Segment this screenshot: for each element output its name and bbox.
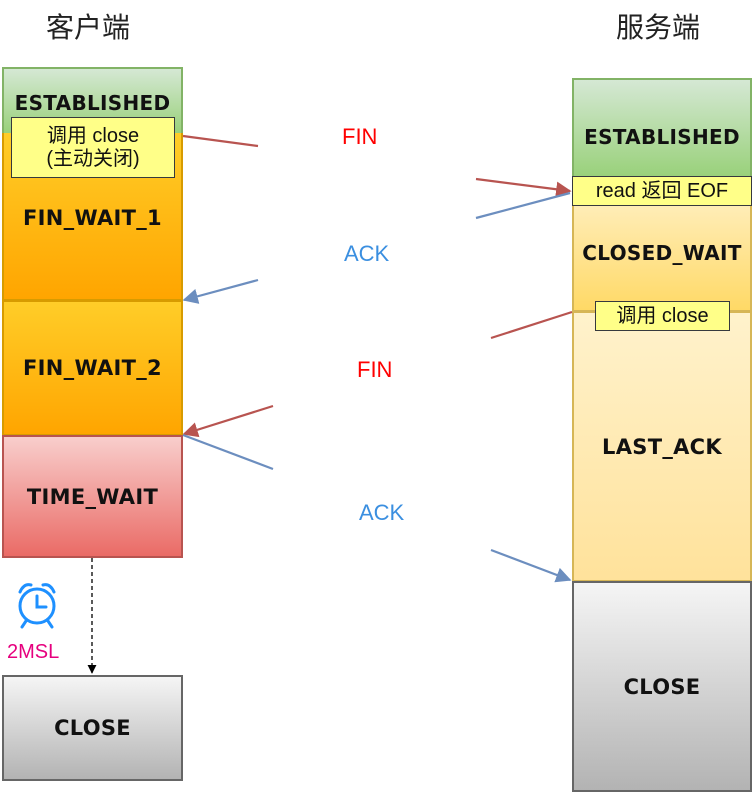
client-time-wait-label: TIME_WAIT — [26, 484, 159, 509]
client-close-note-line1: 调用 close — [46, 124, 140, 147]
client-close-note-line2: (主动关闭) — [46, 147, 140, 170]
server-last-ack-state: LAST_ACK — [572, 311, 752, 582]
ack-arrow-2-end — [490, 548, 572, 583]
server-established-state: ESTABLISHED — [572, 78, 752, 182]
server-close-state: CLOSE — [572, 581, 752, 792]
fin-message-2: FIN — [357, 357, 393, 382]
ack-message-1: ACK — [344, 241, 390, 266]
server-established-label: ESTABLISHED — [584, 125, 740, 149]
server-close-note: 调用 close — [595, 301, 730, 331]
ack-arrow-1-end — [182, 278, 259, 304]
server-last-ack-label: LAST_ACK — [602, 434, 722, 459]
client-time-wait-state: TIME_WAIT — [2, 435, 183, 558]
client-close-state: CLOSE — [2, 675, 183, 781]
client-fin-wait-2-label: FIN_WAIT_2 — [23, 356, 162, 380]
ack-arrow-1-start — [475, 191, 571, 220]
server-closed-wait-label: CLOSED_WAIT — [582, 241, 742, 265]
fin-arrow-1-start — [182, 134, 259, 148]
alarm-clock-icon — [18, 583, 56, 629]
server-header: 服务端 — [616, 11, 701, 44]
fin-message-1: FIN — [342, 124, 378, 149]
fin-arrow-2-end — [182, 404, 274, 438]
fin-arrow-1-end — [475, 177, 572, 197]
ack-arrow-2-start — [182, 433, 274, 471]
client-header: 客户端 — [46, 11, 131, 44]
client-close-note: 调用 close (主动关闭) — [11, 117, 175, 178]
fin-arrow-2-start — [490, 310, 573, 340]
server-close-label: CLOSE — [623, 674, 701, 699]
client-established-label: ESTABLISHED — [14, 91, 171, 115]
server-read-note: read 返回 EOF — [572, 176, 752, 206]
client-fin-wait-2-state: FIN_WAIT_2 — [2, 300, 183, 436]
client-fin-wait-1-label: FIN_WAIT_1 — [23, 206, 162, 230]
ack-message-2: ACK — [359, 500, 405, 525]
timer-label: 2MSL — [7, 641, 60, 663]
client-close-label: CLOSE — [54, 716, 131, 740]
